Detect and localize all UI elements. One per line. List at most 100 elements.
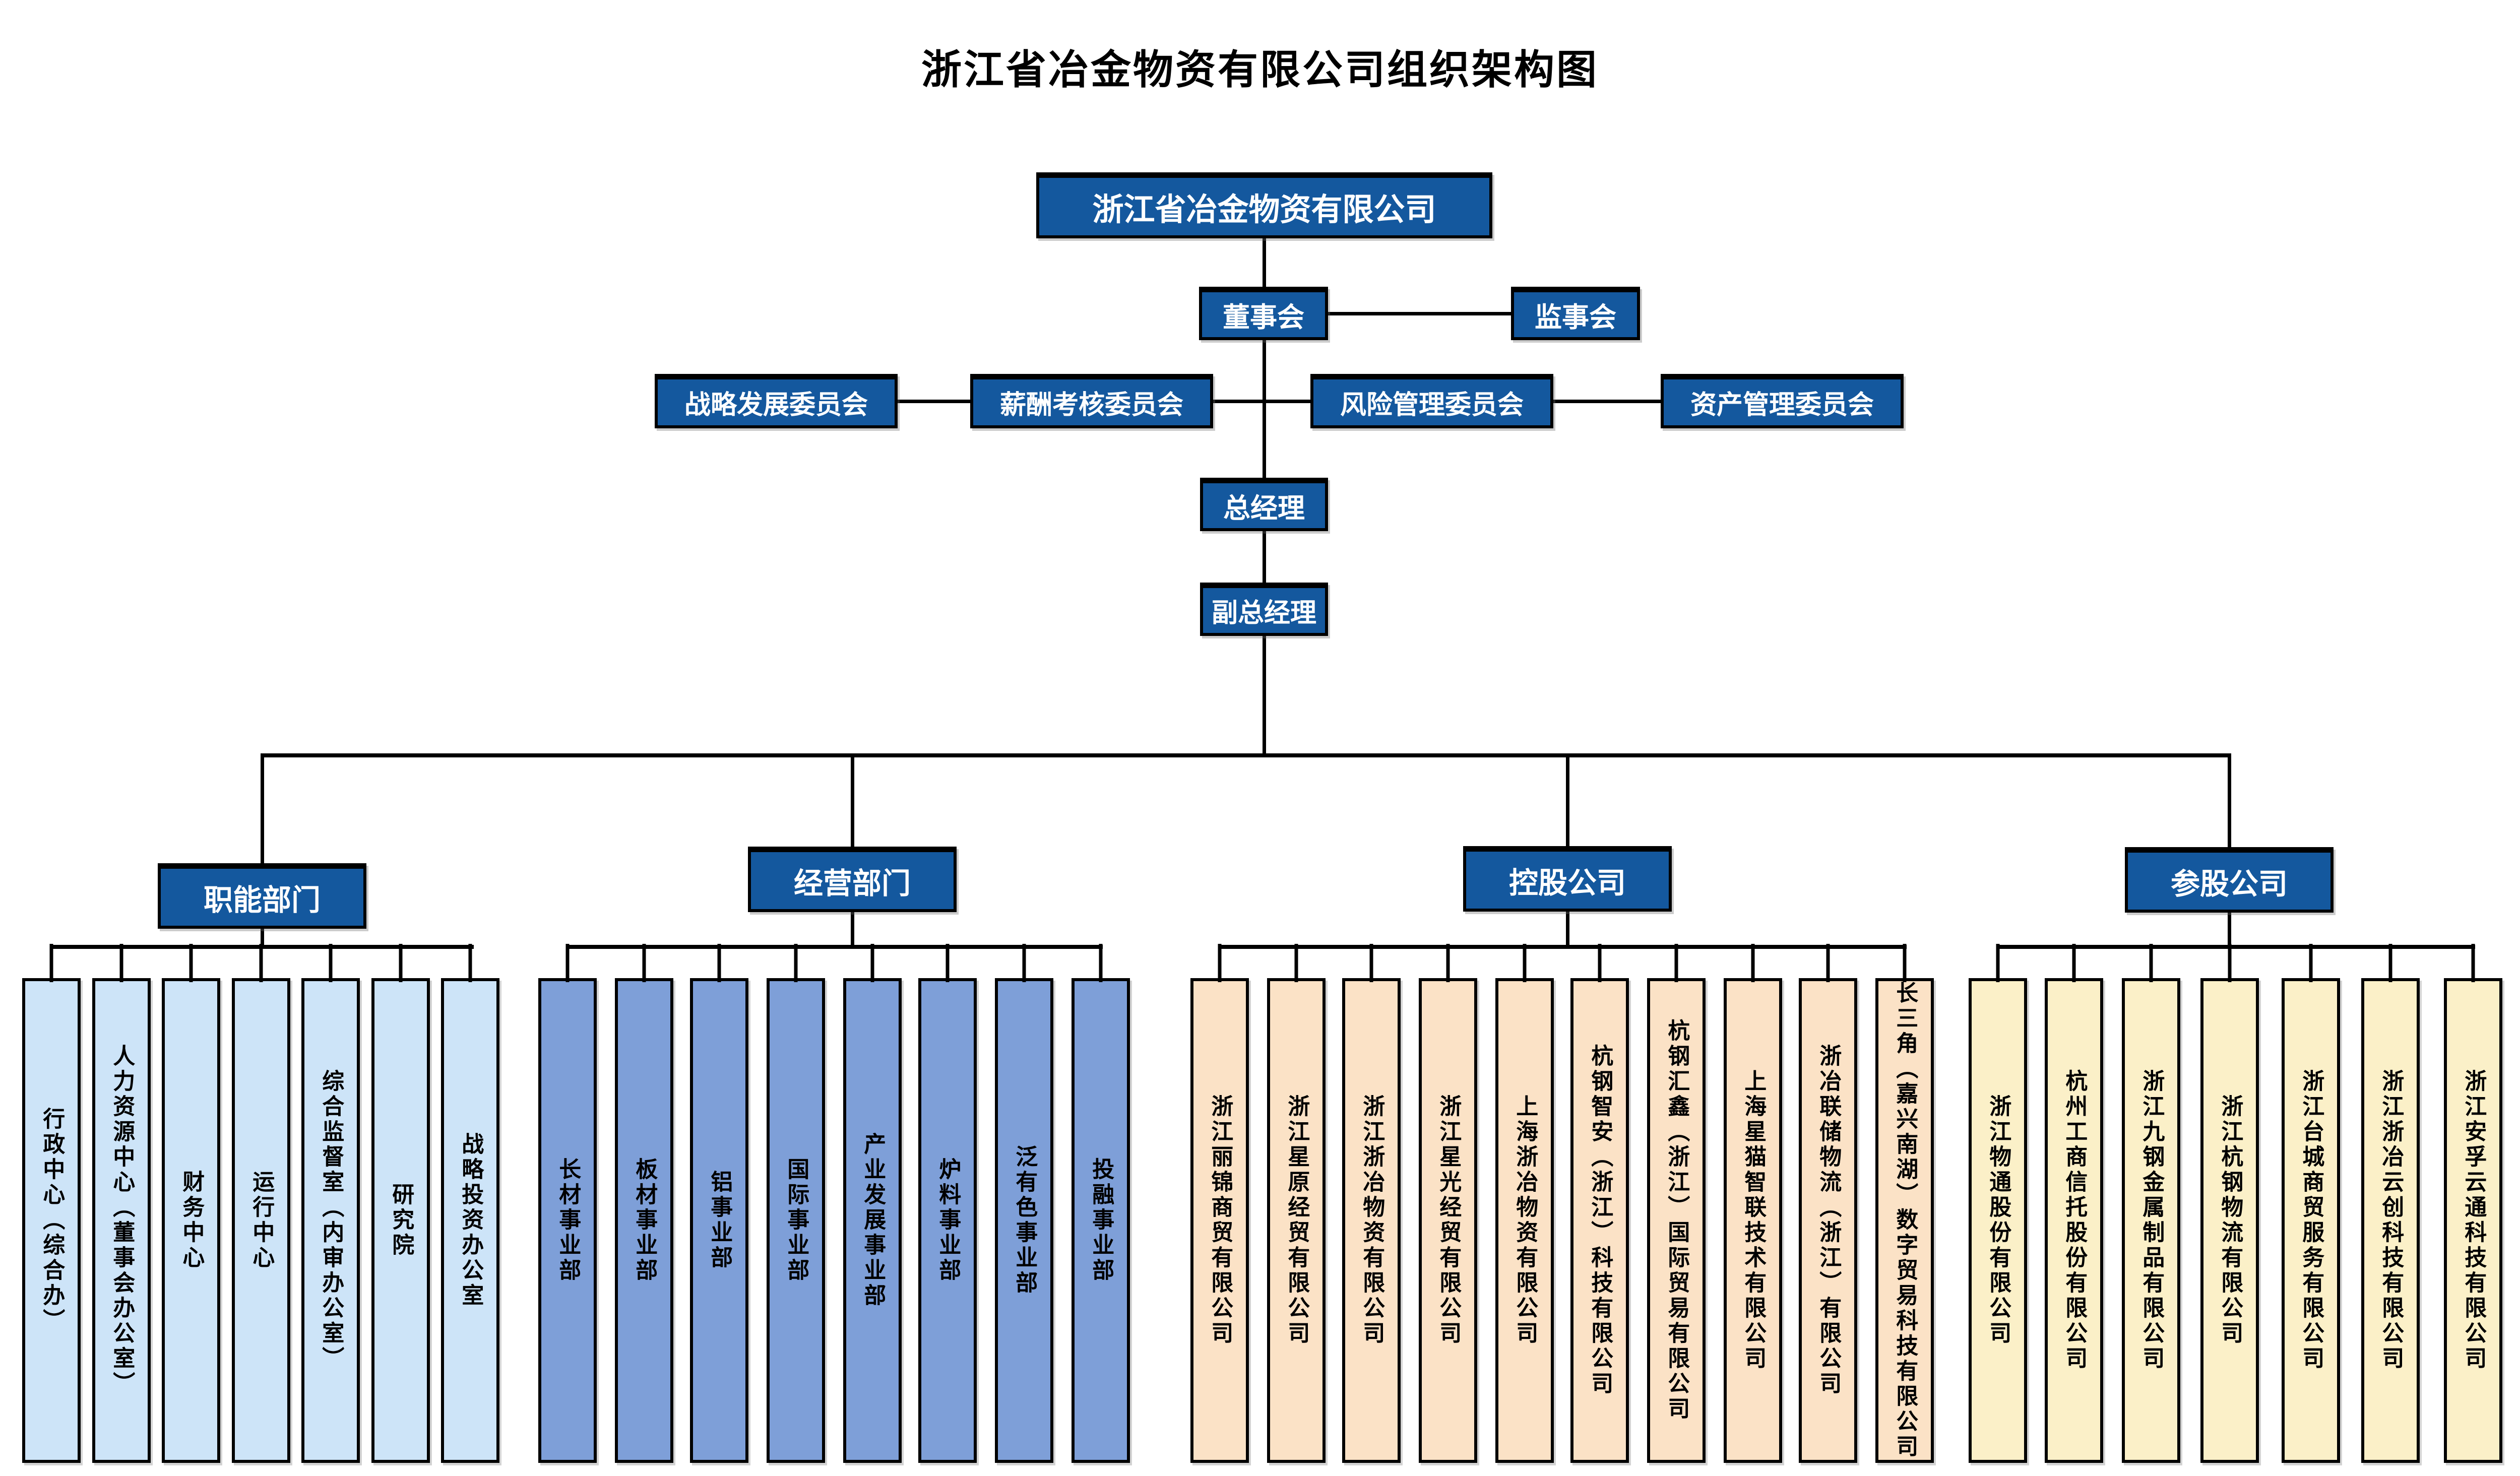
org-leaf-label: 人力资源中心（董事会办公室） bbox=[109, 1044, 135, 1397]
org-node-label: 职能部门 bbox=[203, 883, 321, 917]
org-leaf-label: 长三角（嘉兴南湖）数字贸易科技有限公司 bbox=[1893, 981, 1918, 1460]
org-leaf-label: 浙江物通股份有限公司 bbox=[1986, 1095, 2011, 1346]
connector-line bbox=[2228, 913, 2231, 949]
org-leaf-label: 浙江安孚云通科技有限公司 bbox=[2461, 1069, 2486, 1372]
connector-line bbox=[261, 929, 264, 949]
org-leaf: 财务中心 bbox=[162, 978, 220, 1463]
org-leaf-label: 长材事业部 bbox=[555, 1158, 581, 1284]
org-leaf: 浙江安孚云通科技有限公司 bbox=[2444, 978, 2502, 1463]
org-node-committee-assets: 资产管理委员会 bbox=[1661, 374, 1904, 428]
org-node-label: 经营部门 bbox=[793, 867, 911, 900]
org-node-label: 参股公司 bbox=[2170, 867, 2288, 901]
org-leaf-label: 投融事业部 bbox=[1089, 1158, 1114, 1284]
org-leaf: 浙江星原经贸有限公司 bbox=[1267, 978, 1326, 1463]
org-leaf-label: 杭钢汇鑫（浙江）国际贸易有限公司 bbox=[1664, 1019, 1689, 1422]
connector-line bbox=[1566, 911, 1569, 949]
org-node-supervisory-board: 监事会 bbox=[1511, 287, 1640, 340]
org-leaf: 人力资源中心（董事会办公室） bbox=[92, 978, 151, 1463]
org-leaf: 浙江星光经贸有限公司 bbox=[1419, 978, 1477, 1463]
org-leaf: 浙江浙冶物资有限公司 bbox=[1342, 978, 1401, 1463]
org-node-committee-risk: 风险管理委员会 bbox=[1310, 374, 1553, 428]
org-node-label: 控股公司 bbox=[1508, 866, 1626, 900]
org-leaf: 长三角（嘉兴南湖）数字贸易科技有限公司 bbox=[1875, 978, 1934, 1463]
org-leaf: 上海星猫智联技术有限公司 bbox=[1724, 978, 1782, 1463]
org-leaf: 板材事业部 bbox=[615, 978, 673, 1463]
page-title: 浙江省冶金物资有限公司组织架构图 bbox=[921, 47, 1599, 92]
org-leaf: 行政中心（综合办） bbox=[22, 978, 81, 1463]
connector-line bbox=[1566, 753, 1569, 847]
connector-line bbox=[1552, 400, 1662, 403]
org-node-root-company: 浙江省冶金物资有限公司 bbox=[1036, 172, 1492, 238]
connector-line bbox=[1263, 238, 1266, 288]
org-leaf-label: 浙江星光经贸有限公司 bbox=[1436, 1095, 1461, 1346]
org-leaf: 上海浙冶物资有限公司 bbox=[1495, 978, 1554, 1463]
org-node-label: 风险管理委员会 bbox=[1340, 391, 1524, 420]
org-leaf: 杭州工商信托股份有限公司 bbox=[2045, 978, 2103, 1463]
org-leaf: 投融事业部 bbox=[1072, 978, 1130, 1463]
org-node-label: 副总经理 bbox=[1211, 599, 1316, 628]
org-node-general-manager: 总经理 bbox=[1200, 478, 1328, 531]
org-leaf: 综合监督室（内审办公室） bbox=[301, 978, 360, 1463]
org-node-committee-strategy: 战略发展委员会 bbox=[655, 374, 898, 428]
org-leaf-label: 战略投资办公室 bbox=[458, 1132, 483, 1309]
connector-line bbox=[566, 945, 1103, 949]
org-leaf-label: 上海浙冶物资有限公司 bbox=[1513, 1095, 1538, 1346]
org-node-label: 资产管理委员会 bbox=[1690, 391, 1874, 420]
org-leaf-label: 浙江星原经贸有限公司 bbox=[1284, 1095, 1309, 1346]
connector-line bbox=[1263, 531, 1266, 584]
connector-line bbox=[1327, 312, 1512, 315]
org-node-label: 战略发展委员会 bbox=[684, 391, 868, 420]
org-node-label: 监事会 bbox=[1535, 302, 1616, 333]
org-leaf: 铝事业部 bbox=[690, 978, 748, 1463]
connector-line bbox=[1263, 339, 1266, 480]
org-leaf-label: 浙江九钢金属制品有限公司 bbox=[2139, 1069, 2164, 1372]
org-leaf-label: 国际事业部 bbox=[784, 1158, 809, 1284]
org-leaf: 浙江物通股份有限公司 bbox=[1969, 978, 2027, 1463]
org-node-label: 董事会 bbox=[1223, 302, 1304, 333]
org-leaf-label: 板材事业部 bbox=[632, 1158, 657, 1284]
org-leaf-label: 财务中心 bbox=[179, 1170, 204, 1271]
org-leaf: 战略投资办公室 bbox=[441, 978, 499, 1463]
org-leaf-label: 综合监督室（内审办公室） bbox=[319, 1069, 344, 1372]
org-leaf: 长材事业部 bbox=[538, 978, 597, 1463]
org-leaf-label: 泛有色事业部 bbox=[1012, 1145, 1037, 1296]
org-leaf: 浙江九钢金属制品有限公司 bbox=[2122, 978, 2180, 1463]
org-leaf: 浙江台城商贸服务有限公司 bbox=[2282, 978, 2340, 1463]
org-node-board: 董事会 bbox=[1199, 287, 1328, 340]
org-leaf-label: 炉料事业部 bbox=[935, 1158, 961, 1284]
org-leaf-label: 杭钢智安（浙江）科技有限公司 bbox=[1588, 1044, 1613, 1397]
org-leaf: 浙冶联储物流（浙江）有限公司 bbox=[1799, 978, 1857, 1463]
org-leaf: 运行中心 bbox=[232, 978, 290, 1463]
connector-line bbox=[897, 400, 971, 403]
org-leaf-label: 研究院 bbox=[389, 1183, 414, 1258]
org-leaf-label: 浙江浙冶物资有限公司 bbox=[1359, 1095, 1384, 1346]
connector-line bbox=[1212, 400, 1311, 403]
org-node-label: 浙江省冶金物资有限公司 bbox=[1092, 192, 1436, 227]
org-leaf: 研究院 bbox=[371, 978, 430, 1463]
connector-line bbox=[1263, 635, 1266, 757]
org-leaf-label: 行政中心（综合办） bbox=[39, 1107, 65, 1334]
org-branch-holding: 控股公司 bbox=[1463, 846, 1672, 912]
org-branch-participating: 参股公司 bbox=[2125, 847, 2334, 913]
org-leaf-label: 浙江台城商贸服务有限公司 bbox=[2299, 1069, 2324, 1372]
org-leaf: 杭钢汇鑫（浙江）国际贸易有限公司 bbox=[1647, 978, 1706, 1463]
org-node-committee-compensation: 薪酬考核委员会 bbox=[970, 374, 1213, 428]
org-leaf-label: 浙冶联储物流（浙江）有限公司 bbox=[1816, 1044, 1841, 1397]
org-leaf-label: 浙江杭钢物流有限公司 bbox=[2218, 1095, 2243, 1346]
connector-line bbox=[851, 753, 854, 848]
org-node-label: 薪酬考核委员会 bbox=[999, 391, 1183, 420]
org-branch-functional: 职能部门 bbox=[158, 863, 366, 929]
org-leaf: 浙江杭钢物流有限公司 bbox=[2200, 978, 2259, 1463]
org-leaf: 炉料事业部 bbox=[918, 978, 977, 1463]
org-leaf: 产业发展事业部 bbox=[843, 978, 902, 1463]
org-leaf-label: 上海星猫智联技术有限公司 bbox=[1741, 1069, 1766, 1372]
connector-line bbox=[261, 753, 2231, 757]
connector-line bbox=[1996, 945, 2475, 949]
org-node-label: 总经理 bbox=[1223, 493, 1305, 524]
org-leaf: 浙江丽锦商贸有限公司 bbox=[1190, 978, 1249, 1463]
org-leaf: 浙江浙冶云创科技有限公司 bbox=[2361, 978, 2420, 1463]
connector-line bbox=[851, 912, 854, 949]
org-leaf: 杭钢智安（浙江）科技有限公司 bbox=[1570, 978, 1629, 1463]
connector-line bbox=[261, 753, 264, 864]
